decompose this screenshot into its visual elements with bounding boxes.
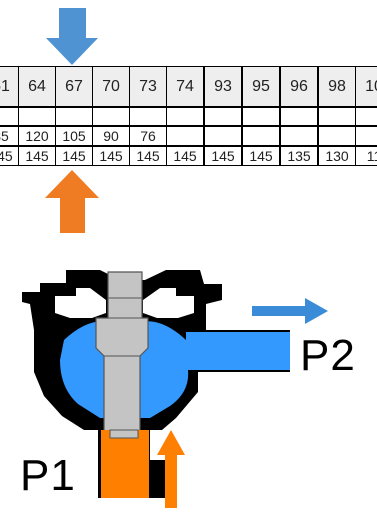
row-a-cell [166, 126, 204, 146]
p1-label: P1 [20, 451, 76, 500]
header-cell: 67 [55, 66, 93, 107]
header-cell: 93 [204, 66, 242, 107]
blank-cell [242, 107, 280, 126]
row-a-cell: 120 [18, 126, 56, 146]
row-b-cell: 145 [129, 146, 167, 166]
header-cell: 95 [242, 66, 280, 107]
row-b-cell: 135 [280, 146, 318, 166]
header-cell: 96 [280, 66, 318, 107]
row-a-cell [280, 126, 318, 146]
row-b-cell: 145 [92, 146, 130, 166]
p2-label: P2 [300, 331, 356, 380]
header-cell: 10 [355, 66, 377, 107]
blank-cell [355, 107, 377, 126]
row-b-cell: 145 [55, 146, 93, 166]
header-cell: 64 [18, 66, 56, 107]
row-a-cell [355, 126, 377, 146]
blank-cell [204, 107, 242, 126]
blank-cell [166, 107, 204, 126]
row-b-cell: 145 [166, 146, 204, 166]
row-b-cell: 145 [18, 146, 56, 166]
blank-cell [280, 107, 318, 126]
header-cell: 74 [166, 66, 204, 107]
row-b-cell: 145 [204, 146, 242, 166]
row-a-cell [242, 126, 280, 146]
row-b-cell: 145 [242, 146, 280, 166]
row-a-cell: 105 [55, 126, 93, 146]
row-b-cell: 11 [355, 146, 377, 166]
row-a-cell [204, 126, 242, 146]
row-a-cell: 76 [129, 126, 167, 146]
row-b-cell: 145 [0, 146, 20, 166]
row-b-cell: 130 [318, 146, 356, 166]
right-arrow-icon [252, 298, 328, 324]
